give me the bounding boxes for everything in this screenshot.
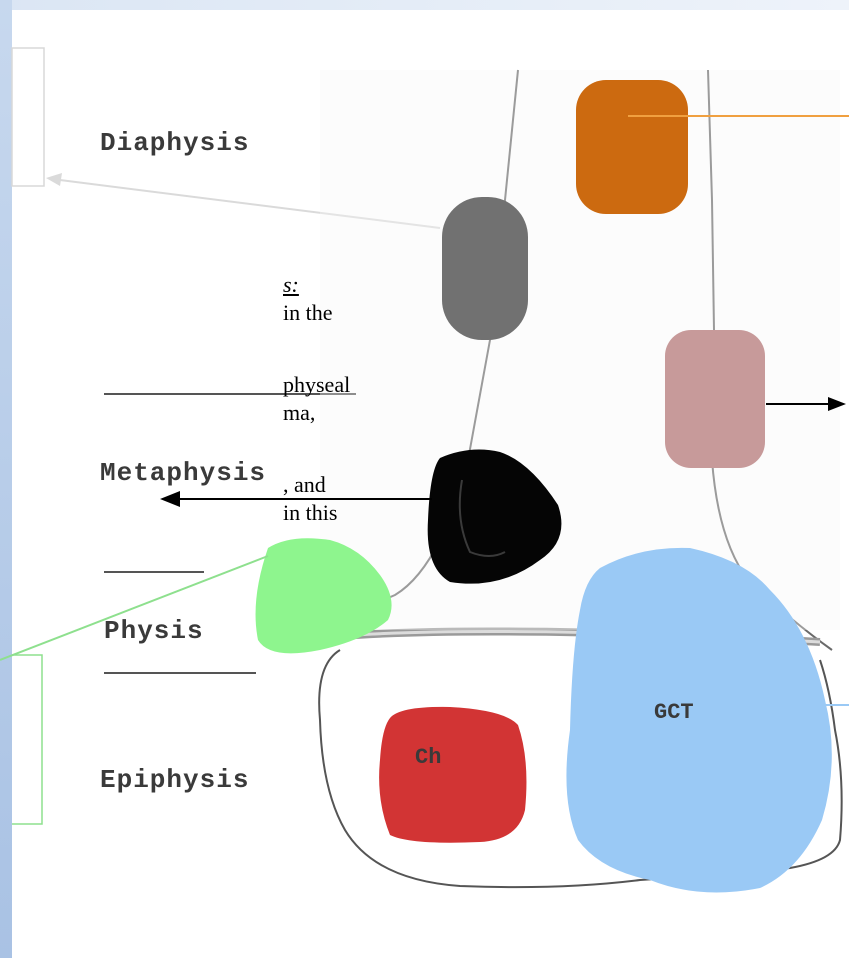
black-pointer-arrowhead (160, 491, 180, 507)
bone-left-cortex (359, 69, 519, 611)
black-lesion-detail (458, 479, 506, 557)
label-epiphysis: Epiphysis (100, 765, 250, 795)
label-gct: GCT (654, 700, 694, 725)
top-band (0, 0, 849, 10)
side-line-1: in the (283, 300, 333, 325)
gray-lesion (442, 197, 528, 340)
side-line-3: physeal (283, 372, 351, 397)
label-diaphysis: Diaphysis (100, 128, 250, 158)
pink-pointer-arrowhead (828, 397, 846, 411)
red-lesion (379, 706, 527, 843)
green-lesion (255, 538, 392, 654)
pink-lesion (665, 330, 765, 468)
blue-lesion (566, 547, 832, 893)
green-pointer-line (0, 555, 269, 661)
label-physis: Physis (104, 616, 204, 646)
epiphysis-outline (318, 649, 843, 889)
gray-pointer-line (59, 179, 441, 229)
side-line-4: ma, (283, 400, 316, 425)
side-line-5: , and (283, 472, 326, 497)
green-outline-box (12, 654, 43, 825)
side-heading-fragment: s: (283, 272, 299, 297)
orange-lesion (576, 80, 688, 214)
label-ch: Ch (415, 745, 442, 770)
gray-pointer-arrowhead (46, 173, 62, 186)
label-metaphysis: Metaphysis (100, 458, 267, 488)
left-sidebar-band (0, 0, 12, 958)
side-line-6: in this (283, 500, 338, 525)
outline-box (11, 47, 45, 187)
